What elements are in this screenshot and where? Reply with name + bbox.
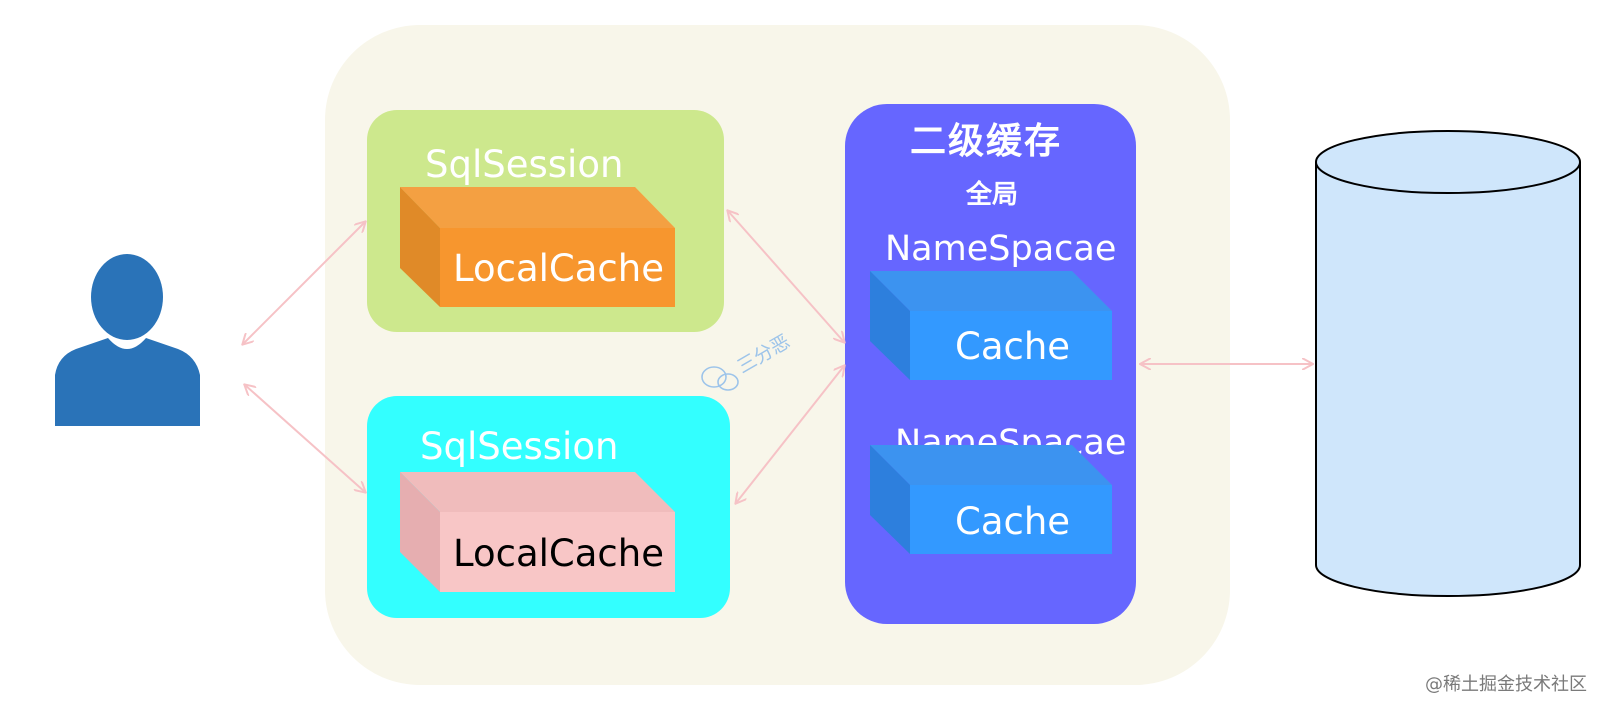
level2-scope: 全局	[966, 180, 1019, 210]
arrow-session2-level2	[736, 366, 844, 503]
arrow-user-session1	[243, 222, 365, 344]
localcache-label-1: LocalCache	[453, 247, 664, 290]
arrow-user-session2	[245, 385, 365, 492]
arrow-session1-level2	[728, 211, 844, 342]
namespace-cache-block-2	[870, 445, 1112, 554]
namespace-cache-label-2: Cache	[955, 500, 1071, 543]
namespace-cache-label-1: Cache	[955, 325, 1071, 368]
wechat-stamp-icon	[701, 366, 739, 391]
connection-arrows	[243, 211, 1312, 503]
namespace-label-1: NameSpacae	[885, 229, 1117, 269]
watermark: @稀土掘金技术社区	[1425, 674, 1587, 695]
database-icon	[1315, 130, 1581, 597]
level2-title: 二级缓存	[910, 120, 1063, 162]
namespace-cache-block-1	[870, 271, 1112, 380]
user-icon	[55, 254, 200, 426]
localcache-block-2	[400, 472, 675, 592]
localcache-block-1	[400, 187, 675, 307]
sqlsession-label-2: SqlSession	[420, 425, 619, 468]
localcache-label-2: LocalCache	[453, 532, 664, 575]
sqlsession-label-1: SqlSession	[425, 143, 624, 186]
